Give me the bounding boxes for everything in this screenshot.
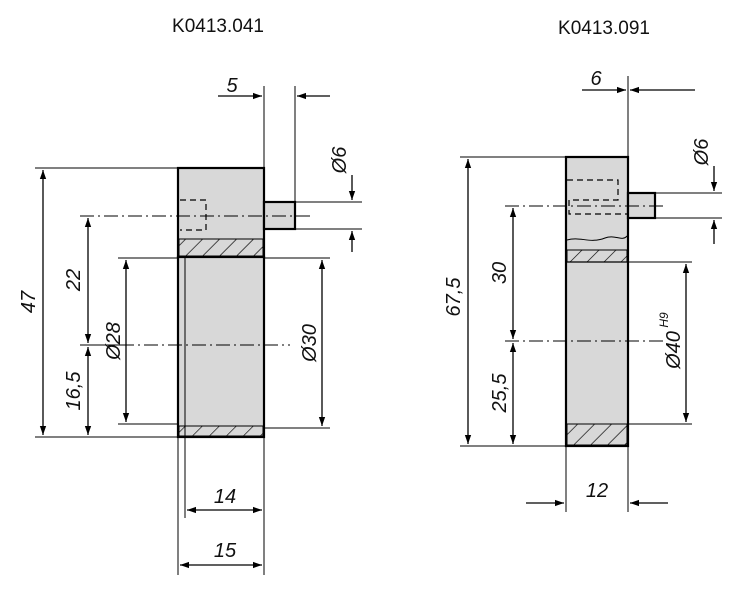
dim-lower-offset-1: 16,5	[63, 371, 85, 411]
dim-pin-offset-2: 30	[489, 262, 511, 284]
part1-lower-body	[176, 255, 266, 439]
dim-pin-dia-2: Ø6	[691, 138, 713, 167]
dim-outer-dia-1: Ø30	[299, 324, 321, 363]
part-title-2: K0413.091	[558, 18, 650, 39]
dim-width-outer-1: 15	[214, 540, 237, 562]
part2-hatch-upper	[566, 249, 628, 263]
part2-hidden-hole	[567, 179, 628, 215]
part1-hatch-lower	[178, 425, 264, 437]
dim-bore-dia-2: Ø40	[663, 331, 685, 370]
part2-body	[564, 155, 630, 448]
part-k0413-091: K0413.091 67,5 30 25,5 Ø40	[443, 18, 722, 512]
dim-width-2: 12	[586, 480, 608, 502]
dim-bore-tol-2: H9	[657, 312, 671, 328]
dim-total-height-2: 67,5	[443, 277, 465, 317]
part1-hatch-upper	[178, 238, 264, 257]
part2-break-line	[566, 235, 628, 241]
dim-pin-offset-1: 22	[63, 269, 85, 292]
part-k0413-041: K0413.041 47 22 16,5	[18, 16, 362, 575]
dim-pin-dia-1: Ø6	[329, 146, 351, 175]
part-title-1: K0413.041	[172, 16, 264, 37]
dim-total-height-1: 47	[18, 290, 40, 313]
dim-width-inner-1: 14	[214, 486, 236, 508]
dim-pin-length-1: 5	[226, 75, 238, 97]
dim-lower-offset-2: 25,5	[489, 373, 511, 414]
dim-inner-dia-1: Ø28	[103, 322, 125, 361]
part2-hatch-lower	[566, 423, 628, 446]
part1-hidden-hole	[180, 199, 207, 231]
dim-pin-length-2: 6	[590, 68, 602, 90]
